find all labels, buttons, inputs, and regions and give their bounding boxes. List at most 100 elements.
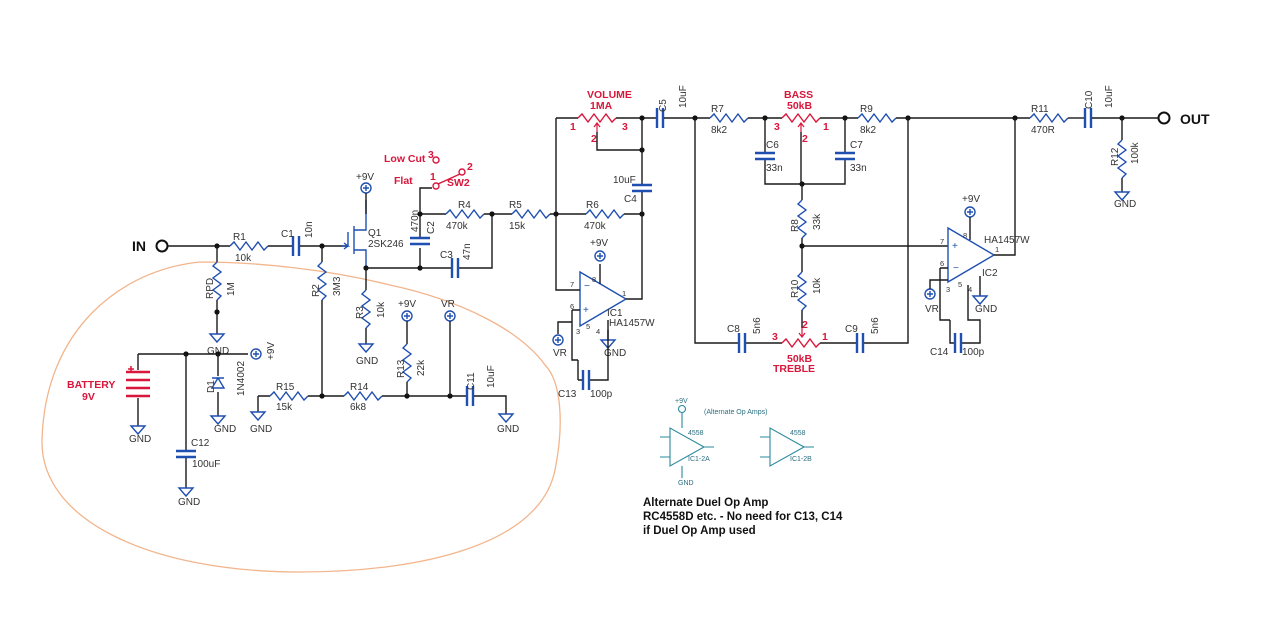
svg-text:1: 1 xyxy=(995,245,999,254)
svg-text:GND: GND xyxy=(975,304,997,315)
r1-resistor xyxy=(229,240,269,252)
svg-text:2: 2 xyxy=(591,133,597,145)
svg-text:1M: 1M xyxy=(226,282,237,296)
r11-resistor xyxy=(1029,112,1069,124)
volume-pot[interactable] xyxy=(577,112,617,124)
c12-capacitor xyxy=(176,449,196,459)
svg-text:GND: GND xyxy=(250,424,272,435)
svg-text:10uF: 10uF xyxy=(1104,85,1115,108)
svg-text:470R: 470R xyxy=(1031,125,1055,136)
svg-text:+9V: +9V xyxy=(962,194,980,205)
sw2-flat-contact[interactable] xyxy=(432,182,440,190)
out-terminal[interactable] xyxy=(1157,111,1171,125)
svg-text:R2: R2 xyxy=(311,284,322,297)
r13-resistor xyxy=(401,343,413,383)
note-line-2: RC4558D etc. - No need for C13, C14 xyxy=(643,511,843,523)
svg-text:Q1: Q1 xyxy=(368,228,382,239)
svg-text:−: − xyxy=(953,263,959,274)
svg-text:IC1: IC1 xyxy=(607,308,623,319)
svg-text:9V: 9V xyxy=(82,391,95,403)
c13-capacitor xyxy=(581,370,591,390)
r3-resistor xyxy=(360,289,372,329)
in-label: IN xyxy=(132,238,146,254)
in-terminal[interactable] xyxy=(155,239,169,253)
svg-text:R8: R8 xyxy=(790,219,801,232)
svg-text:R10: R10 xyxy=(790,279,801,298)
svg-text:5: 5 xyxy=(586,322,590,331)
r15-resistor xyxy=(269,390,309,402)
svg-text:BATTERY: BATTERY xyxy=(67,379,115,391)
svg-text:−: − xyxy=(584,281,590,292)
bass-pot[interactable] xyxy=(781,112,821,124)
svg-text:6: 6 xyxy=(570,302,574,311)
svg-text:8: 8 xyxy=(592,275,596,284)
svg-text:33n: 33n xyxy=(850,163,867,174)
svg-text:6: 6 xyxy=(940,259,944,268)
r7-resistor xyxy=(709,112,749,124)
svg-text:1: 1 xyxy=(822,331,828,343)
c7-capacitor xyxy=(835,151,855,161)
svg-text:8: 8 xyxy=(963,231,967,240)
svg-text:C14: C14 xyxy=(930,347,949,358)
svg-text:GND: GND xyxy=(214,424,236,435)
svg-text:4: 4 xyxy=(968,285,972,294)
svg-text:47n: 47n xyxy=(462,243,473,260)
svg-text:+: + xyxy=(952,241,958,252)
sw2-common-contact[interactable] xyxy=(458,168,466,176)
svg-text:+9V: +9V xyxy=(266,342,277,360)
ic1-opamp xyxy=(579,270,628,328)
c14-capacitor xyxy=(953,333,963,353)
svg-text:C13: C13 xyxy=(558,389,577,400)
svg-text:2: 2 xyxy=(802,319,808,331)
c11-capacitor xyxy=(465,386,475,406)
svg-text:10k: 10k xyxy=(376,301,387,318)
note-line-1: Alternate Duel Op Amp xyxy=(643,497,768,509)
svg-text:10uF: 10uF xyxy=(486,365,497,388)
svg-text:100uF: 100uF xyxy=(192,459,220,470)
svg-text:+9V: +9V xyxy=(675,398,688,405)
treble-pot[interactable] xyxy=(781,337,821,349)
svg-text:GND: GND xyxy=(129,434,151,445)
r10-resistor xyxy=(796,271,808,311)
svg-text:R5: R5 xyxy=(509,200,522,211)
svg-text:10uF: 10uF xyxy=(678,85,689,108)
svg-text:GND: GND xyxy=(678,480,694,487)
svg-text:10k: 10k xyxy=(812,277,823,294)
svg-text:1: 1 xyxy=(430,171,436,183)
svg-text:8k2: 8k2 xyxy=(711,125,728,136)
svg-text:2: 2 xyxy=(467,161,473,173)
svg-text:+: + xyxy=(583,305,589,316)
r8-resistor xyxy=(796,199,808,239)
svg-text:VR: VR xyxy=(441,299,455,310)
svg-text:6k8: 6k8 xyxy=(350,402,367,413)
svg-text:3: 3 xyxy=(428,149,434,161)
svg-text:R1: R1 xyxy=(233,232,246,243)
svg-text:10n: 10n xyxy=(304,221,315,238)
svg-text:33n: 33n xyxy=(766,163,783,174)
svg-text:33k: 33k xyxy=(812,213,823,230)
svg-text:3: 3 xyxy=(946,285,950,294)
svg-text:8k2: 8k2 xyxy=(860,125,877,136)
svg-text:R11: R11 xyxy=(1031,104,1049,115)
c4-capacitor xyxy=(632,183,652,193)
svg-text:4: 4 xyxy=(596,327,600,336)
svg-text:R14: R14 xyxy=(350,382,369,393)
svg-text:1: 1 xyxy=(622,289,626,298)
svg-text:C9: C9 xyxy=(845,324,858,335)
svg-text:10uF: 10uF xyxy=(613,175,636,186)
svg-text:C3: C3 xyxy=(440,250,453,261)
sw2-lowcut-contact[interactable] xyxy=(432,156,440,164)
svg-text:2: 2 xyxy=(802,133,808,145)
c6-capacitor xyxy=(755,151,775,161)
svg-text:RPD: RPD xyxy=(205,278,216,299)
svg-text:15k: 15k xyxy=(509,221,526,232)
svg-text:3: 3 xyxy=(774,121,780,133)
svg-text:10k: 10k xyxy=(235,253,252,264)
svg-text:R15: R15 xyxy=(276,382,295,393)
svg-text:470k: 470k xyxy=(446,221,469,232)
svg-text:+9V: +9V xyxy=(590,238,608,249)
r6-resistor xyxy=(585,208,625,220)
svg-text:IC1-2B: IC1-2B xyxy=(790,456,812,463)
svg-text:D1: D1 xyxy=(206,380,217,393)
rpd-resistor xyxy=(211,261,223,301)
